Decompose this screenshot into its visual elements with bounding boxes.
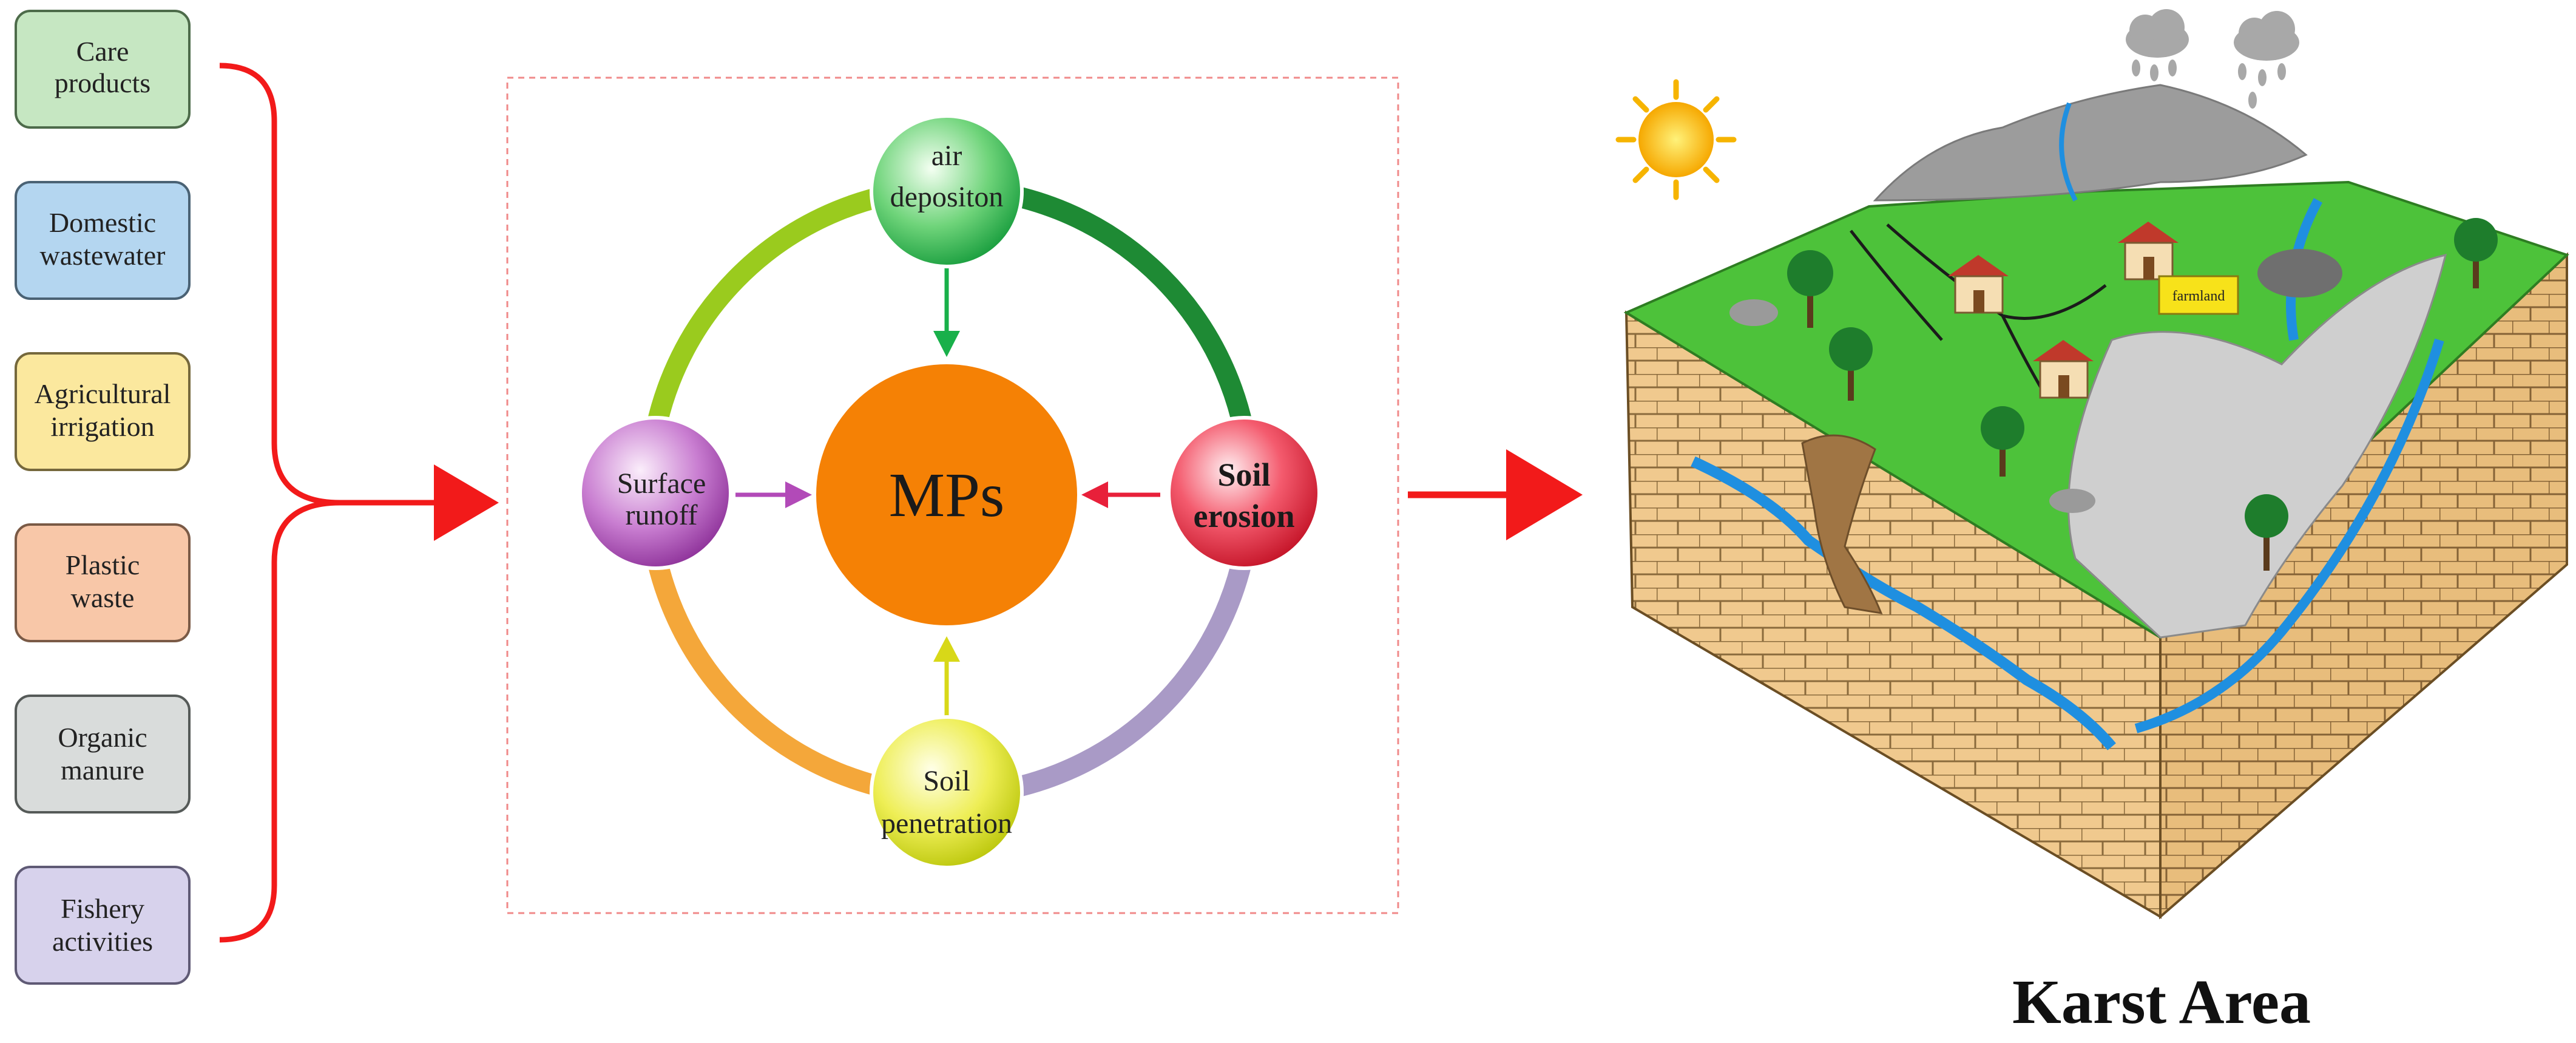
node-label-line2: penetration xyxy=(881,807,1012,840)
node-label-line2: erosion xyxy=(1193,498,1294,534)
farmland-label: farmland xyxy=(2172,288,2225,304)
tree-icon xyxy=(1787,250,1833,328)
source-label-line1: Agricultural xyxy=(35,378,171,409)
node-soil-penetration: Soil penetration xyxy=(870,715,1024,869)
house-icon xyxy=(1948,255,2009,314)
node-label-line2: depositon xyxy=(890,181,1004,213)
arrow-runoff-to-mps xyxy=(735,481,812,508)
arrow-air-to-mps xyxy=(933,267,960,357)
source-box xyxy=(15,181,191,300)
canyon-cliff xyxy=(2067,253,2447,639)
source-box xyxy=(15,866,191,985)
source-label-line1: Care xyxy=(76,36,129,67)
tree-icon xyxy=(2454,218,2498,288)
node-soil-erosion: Soil erosion xyxy=(1167,416,1321,570)
source-bracket xyxy=(219,63,340,943)
mps-circle xyxy=(816,364,1077,625)
source-box-domestic-wastewater: Domestic wastewater xyxy=(15,181,191,300)
source-box-plastic-waste: Plastic waste xyxy=(15,523,191,642)
rain-cloud-icon xyxy=(2126,9,2189,81)
sun-icon xyxy=(1615,79,1737,200)
source-label-line2: products xyxy=(55,67,150,98)
source-box-agricultural-irrigation: Agricultural irrigation xyxy=(15,352,191,471)
rock xyxy=(2049,489,2095,513)
node-label-line1: Soil xyxy=(1217,457,1270,493)
mps-center: MPs xyxy=(816,364,1077,625)
tree-icon xyxy=(1981,406,2024,477)
house-icon xyxy=(2118,222,2179,280)
node-label-line1: Surface xyxy=(617,467,706,500)
mountain-stream xyxy=(2059,102,2078,202)
underground-river xyxy=(1691,456,2116,750)
source-label-line1: Plastic xyxy=(66,549,140,580)
cycle-to-karst-arrow-head xyxy=(1506,449,1583,540)
node-label-line1: air xyxy=(931,140,962,172)
soil-collapse xyxy=(1801,434,1883,614)
mountain xyxy=(1873,84,2308,202)
house-icon xyxy=(2033,340,2094,399)
source-label-line1: Fishery xyxy=(61,893,144,924)
source-box xyxy=(15,10,191,129)
bracket-arrow-head xyxy=(434,464,499,541)
node-label-line2: runoff xyxy=(625,499,697,531)
source-box xyxy=(15,523,191,642)
source-label-line2: manure xyxy=(61,755,144,786)
node-label-line1: Soil xyxy=(923,765,970,797)
source-box xyxy=(15,352,191,471)
rock xyxy=(2257,249,2342,297)
source-box xyxy=(15,695,191,814)
source-label-line2: waste xyxy=(71,582,135,613)
node-surface-runoff: Surface runoff xyxy=(578,416,732,570)
mps-label: MPs xyxy=(889,460,1005,530)
tree-icon xyxy=(1829,327,1873,401)
source-label-line2: activities xyxy=(52,926,153,957)
source-box-care-products: Care products xyxy=(15,10,191,129)
source-label-line1: Organic xyxy=(58,722,147,753)
arrow-erosion-to-mps xyxy=(1081,481,1160,508)
farmland-sign: farmland xyxy=(2158,275,2239,315)
rain-cloud-icon xyxy=(2234,11,2299,109)
arrow-penetration-to-mps xyxy=(933,636,960,716)
source-label-line1: Domestic xyxy=(49,207,156,238)
node-air-deposition: air depositon xyxy=(870,114,1024,268)
tree-icon xyxy=(2245,494,2288,571)
source-box-organic-manure: Organic manure xyxy=(15,695,191,814)
source-box-fishery-activities: Fishery activities xyxy=(15,866,191,985)
source-label-line2: wastewater xyxy=(40,240,166,271)
source-label-line2: irrigation xyxy=(50,411,154,442)
karst-area-caption: Karst Area xyxy=(2012,967,2311,1037)
rock xyxy=(1729,299,1778,326)
